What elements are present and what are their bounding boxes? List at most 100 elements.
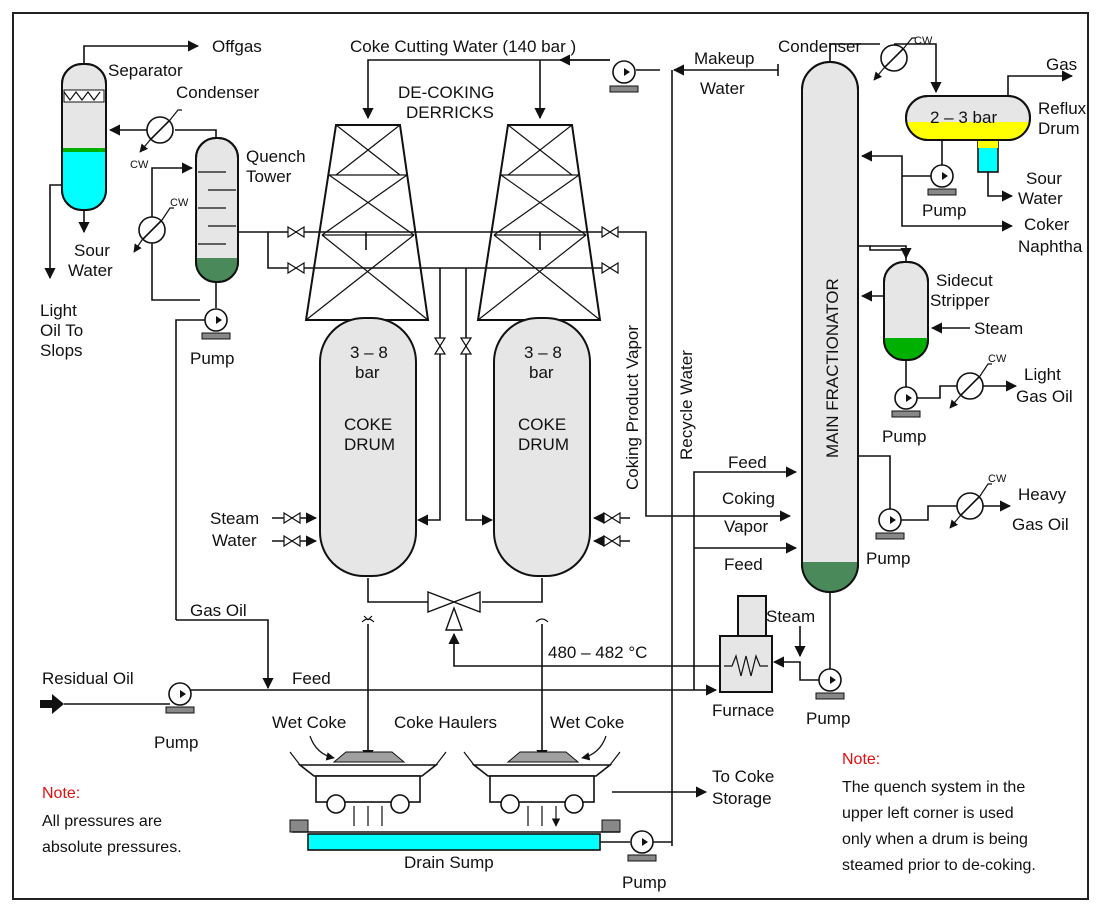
cw-label-2: CW <box>170 197 189 209</box>
valve-icon-6 <box>459 337 473 355</box>
condenser-left-icon <box>146 116 174 144</box>
reflux-drum <box>905 95 1031 173</box>
drum-right-label-1: COKE <box>518 415 566 434</box>
note-right-line-2: upper left corner is used <box>842 805 1014 822</box>
fractionator-bottoms-pump-icon <box>815 668 845 700</box>
decoking-label-2: DERRICKS <box>406 103 494 122</box>
valve-icon-10 <box>603 534 621 548</box>
coker-naphtha-label-2: Naphtha <box>1018 237 1083 256</box>
vapor-label: Vapor <box>724 517 768 536</box>
heavy-gas-oil-pump-icon <box>875 508 905 540</box>
gas-oil-label: Gas Oil <box>190 601 247 620</box>
feed-label-2: Feed <box>724 555 763 574</box>
light-gas-oil-label-1: Light <box>1024 365 1061 384</box>
light-gas-oil-cooler-icon <box>956 372 984 400</box>
sour-water-right-label-1: Sour <box>1026 169 1062 188</box>
note-right-line-1: The quench system in the <box>842 779 1025 796</box>
valve-icon-4 <box>601 261 619 275</box>
valve-icon-7 <box>283 511 301 525</box>
derrick-right <box>476 124 602 321</box>
valve-icon-9 <box>603 511 621 525</box>
note-left-line-2: absolute pressures. <box>42 839 182 856</box>
coke-cutting-water-label: Coke Cutting Water (140 bar ) <box>350 37 576 56</box>
valve-icon-3 <box>601 225 619 239</box>
quench-pump-label: Pump <box>190 349 234 368</box>
coke-drum-right <box>493 317 591 577</box>
heavy-gas-oil-label-1: Heavy <box>1018 485 1067 504</box>
separator <box>61 63 107 211</box>
quench-pump-icon <box>201 308 231 340</box>
steam-label-furnace: Steam <box>766 607 815 626</box>
note-left-line-1: All pressures are <box>42 813 162 830</box>
makeup-water-label-1: Makeup <box>694 49 754 68</box>
residual-oil-arrow-icon <box>40 694 64 714</box>
drum-right-pressure-1: 3 – 8 <box>524 343 562 362</box>
drum-left-pressure-2: bar <box>355 363 380 382</box>
furnace <box>719 595 773 693</box>
cutting-water-pump-icon <box>609 60 639 93</box>
note-right-line-4: steamed prior to de-coking. <box>842 857 1036 874</box>
residual-oil-label: Residual Oil <box>42 669 134 688</box>
heavy-gas-oil-cooler-icon <box>956 492 984 520</box>
derrick-left <box>304 124 430 321</box>
valve-icon-8 <box>283 534 301 548</box>
sour-water-left-label-2: Water <box>68 261 113 280</box>
drum-left-pressure-1: 3 – 8 <box>350 343 388 362</box>
quench-tower-label-1: Quench <box>246 147 306 166</box>
cw-label-3: CW <box>914 35 933 47</box>
note-right-title: Note: <box>842 751 880 768</box>
drum-left-label-1: COKE <box>344 415 392 434</box>
heavy-gas-oil-pump-label: Pump <box>866 549 910 568</box>
condenser-right-icon <box>880 44 908 72</box>
main-fractionator-label: MAIN FRACTIONATOR <box>823 278 842 458</box>
drain-sump <box>289 806 621 851</box>
light-oil-label-3: Slops <box>40 341 83 360</box>
switching-valve-icon <box>427 590 481 631</box>
drum-right-pressure-2: bar <box>529 363 554 382</box>
reflux-pressure-label: 2 – 3 bar <box>930 108 997 127</box>
cw-label-1: CW <box>130 159 149 171</box>
condenser-left-label: Condenser <box>176 83 260 102</box>
heavy-gas-oil-label-2: Gas Oil <box>1012 515 1069 534</box>
drain-sump-label: Drain Sump <box>404 853 494 872</box>
valve-icon-5 <box>433 337 447 355</box>
coking-label: Coking <box>722 489 775 508</box>
decoking-label-1: DE-COKING <box>398 83 494 102</box>
feed-label-main: Feed <box>292 669 331 688</box>
light-gas-oil-pump-icon <box>891 386 921 418</box>
fractionator-bottoms-pump-label: Pump <box>806 709 850 728</box>
feed-pump-icon <box>165 682 195 714</box>
sidecut-stripper <box>883 261 929 361</box>
cw-label-4: CW <box>988 353 1007 365</box>
sidecut-stripper-label-1: Sidecut <box>936 271 993 290</box>
reflux-pump-label: Pump <box>922 201 966 220</box>
coke-haulers-label: Coke Haulers <box>394 713 497 732</box>
to-coke-storage-label-2: Storage <box>712 789 772 808</box>
sump-pump-icon <box>627 830 657 862</box>
condenser-right-label: Condenser <box>778 37 862 56</box>
steam-label-stripper: Steam <box>974 319 1023 338</box>
gas-label: Gas <box>1046 55 1077 74</box>
light-gas-oil-label-2: Gas Oil <box>1016 387 1073 406</box>
reflux-drum-label-2: Drum <box>1038 119 1080 138</box>
valve-icon-1 <box>287 225 305 239</box>
feed-label-1: Feed <box>728 453 767 472</box>
sidecut-stripper-label-2: Stripper <box>930 291 990 310</box>
drum-left-label-2: DRUM <box>344 435 395 454</box>
makeup-water-label-2: Water <box>700 79 745 98</box>
reflux-drum-label-1: Reflux <box>1038 99 1087 118</box>
furnace-label: Furnace <box>712 701 774 720</box>
light-oil-label-2: Oil To <box>40 321 83 340</box>
coking-product-vapor-label: Coking Product Vapor <box>623 325 642 490</box>
coke-hauler-right <box>463 751 621 814</box>
recycle-water-label: Recycle Water <box>677 350 696 460</box>
quench-tower <box>195 137 239 283</box>
wet-coke-left-label: Wet Coke <box>272 713 346 732</box>
to-coke-storage-label-1: To Coke <box>712 767 774 786</box>
note-right-line-3: only when a drum is being <box>842 831 1028 848</box>
wet-coke-right-label: Wet Coke <box>550 713 624 732</box>
drum-right-label-2: DRUM <box>518 435 569 454</box>
water-label-left: Water <box>212 531 257 550</box>
coke-drum-left <box>319 317 417 577</box>
